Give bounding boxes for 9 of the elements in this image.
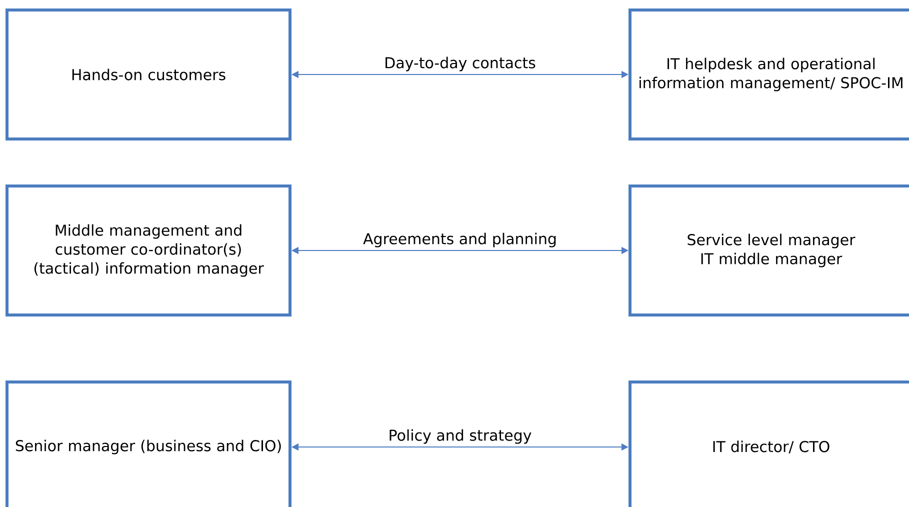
role-box: IT director/ CTO bbox=[628, 380, 909, 507]
role-box: IT helpdesk and operational information management/ SPOC-IM bbox=[628, 8, 909, 140]
edge-label: Agreements and planning bbox=[363, 232, 556, 248]
role-box: Middle management and customer co-ordinator(s) (tactical) information manager bbox=[6, 184, 292, 316]
role-box: Senior manager (business and CIO) bbox=[6, 380, 292, 507]
role-box: Service level manager IT middle manager bbox=[628, 184, 909, 316]
role-box: Hands-on customers bbox=[6, 8, 292, 140]
edge-label: Day-to-day contacts bbox=[386, 56, 536, 72]
edge-label: Policy and strategy bbox=[390, 429, 532, 444]
